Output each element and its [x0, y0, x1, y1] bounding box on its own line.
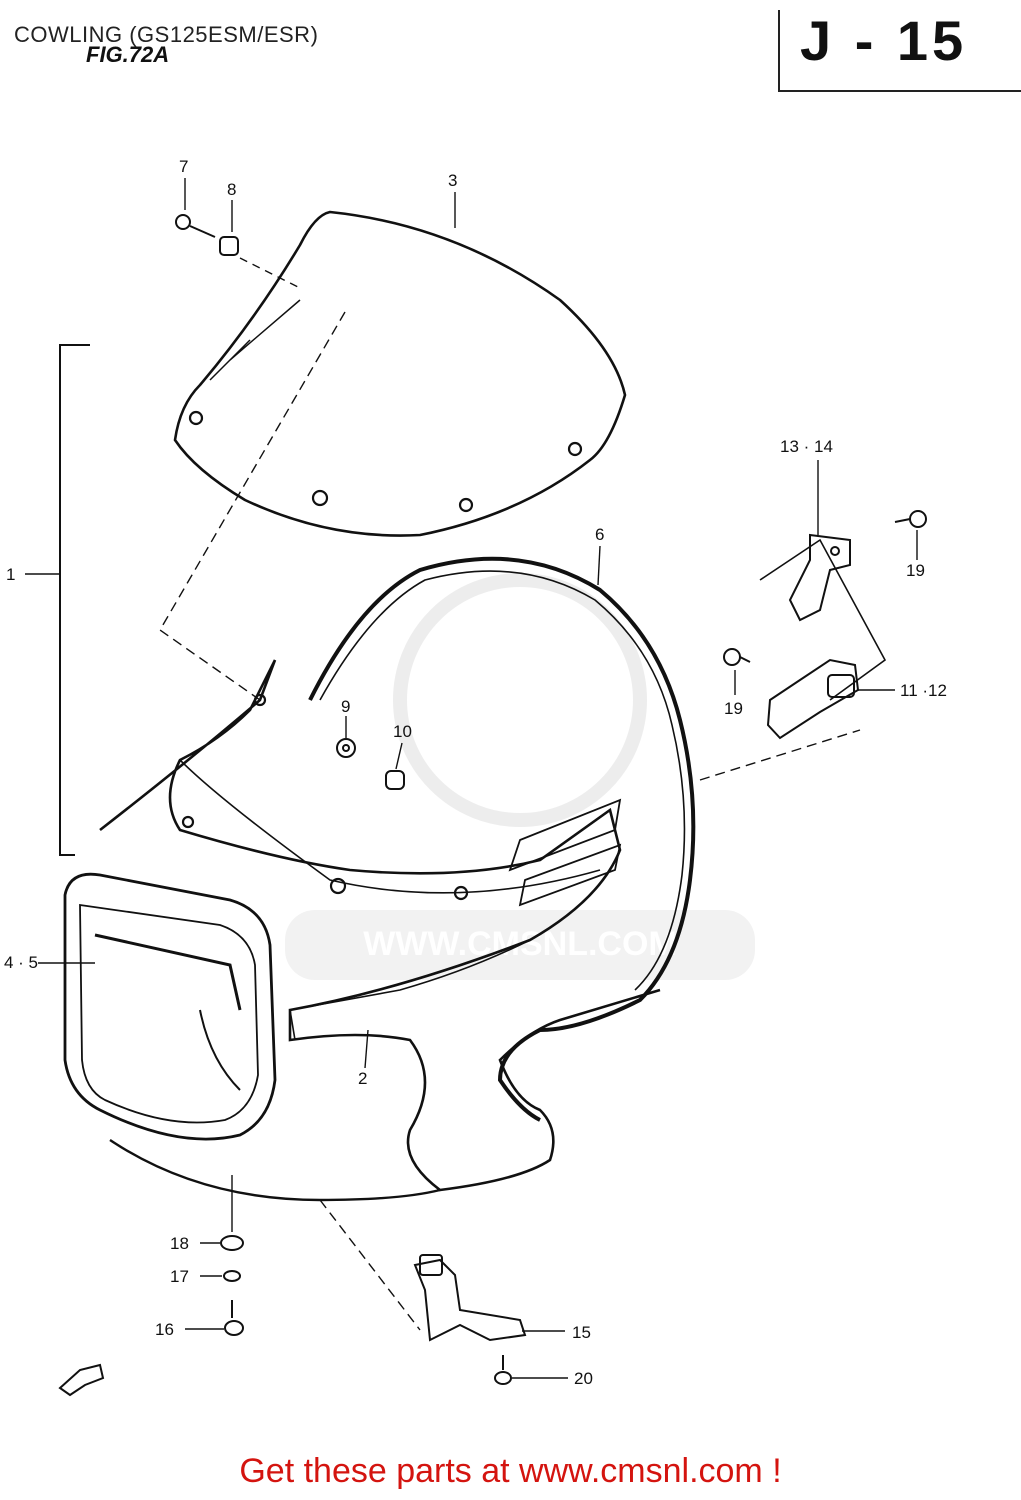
bracket-11-12 — [766, 658, 860, 740]
callout-19-upper: 19 — [906, 561, 925, 580]
figure-number: FIG.72A — [86, 42, 170, 67]
bolt-16 — [224, 1300, 244, 1336]
screw-19-upper — [894, 510, 927, 528]
windscreen — [173, 210, 627, 537]
washer-17 — [223, 1270, 241, 1282]
nut-10 — [385, 770, 405, 790]
headlight-housing — [63, 872, 277, 1141]
nut-8 — [219, 236, 239, 256]
callout-3: 3 — [448, 171, 457, 190]
callout-8: 8 — [227, 180, 236, 199]
callout-6: 6 — [595, 525, 604, 544]
bracket-15 — [413, 1254, 527, 1342]
callout-16: 16 — [155, 1320, 174, 1339]
callout-18: 18 — [170, 1234, 189, 1253]
washer-18 — [220, 1235, 244, 1251]
page-id: J - 15 — [800, 9, 968, 72]
callout-15: 15 — [572, 1323, 591, 1342]
callout-1: 1 — [6, 565, 15, 584]
callout-10: 10 — [393, 722, 412, 741]
diagram-title: COWLING (GS125ESM/ESR) — [14, 22, 319, 47]
bracket-13-14 — [788, 533, 851, 622]
screw-19-lower — [723, 648, 751, 666]
callout-17: 17 — [170, 1267, 189, 1286]
screw-20 — [494, 1355, 512, 1385]
page-id-frame — [778, 10, 1021, 92]
callout-13-14: 13 · 14 — [780, 437, 833, 456]
callout-7: 7 — [179, 157, 188, 176]
bolt-7 — [175, 214, 216, 238]
callout-9: 9 — [341, 697, 350, 716]
front-arrow-icon — [58, 1363, 105, 1397]
callout-11-12: 11 ·12 — [900, 681, 947, 700]
buy-parts-link[interactable]: Get these parts at www.cmsnl.com ! — [239, 1452, 782, 1490]
washer-9 — [336, 738, 356, 758]
callout-2: 2 — [358, 1069, 367, 1088]
callout-20: 20 — [574, 1369, 593, 1388]
callout-4-5: 4 · 5 — [4, 953, 38, 972]
cowling-body — [99, 659, 661, 1192]
callout-19-lower: 19 — [724, 699, 743, 718]
